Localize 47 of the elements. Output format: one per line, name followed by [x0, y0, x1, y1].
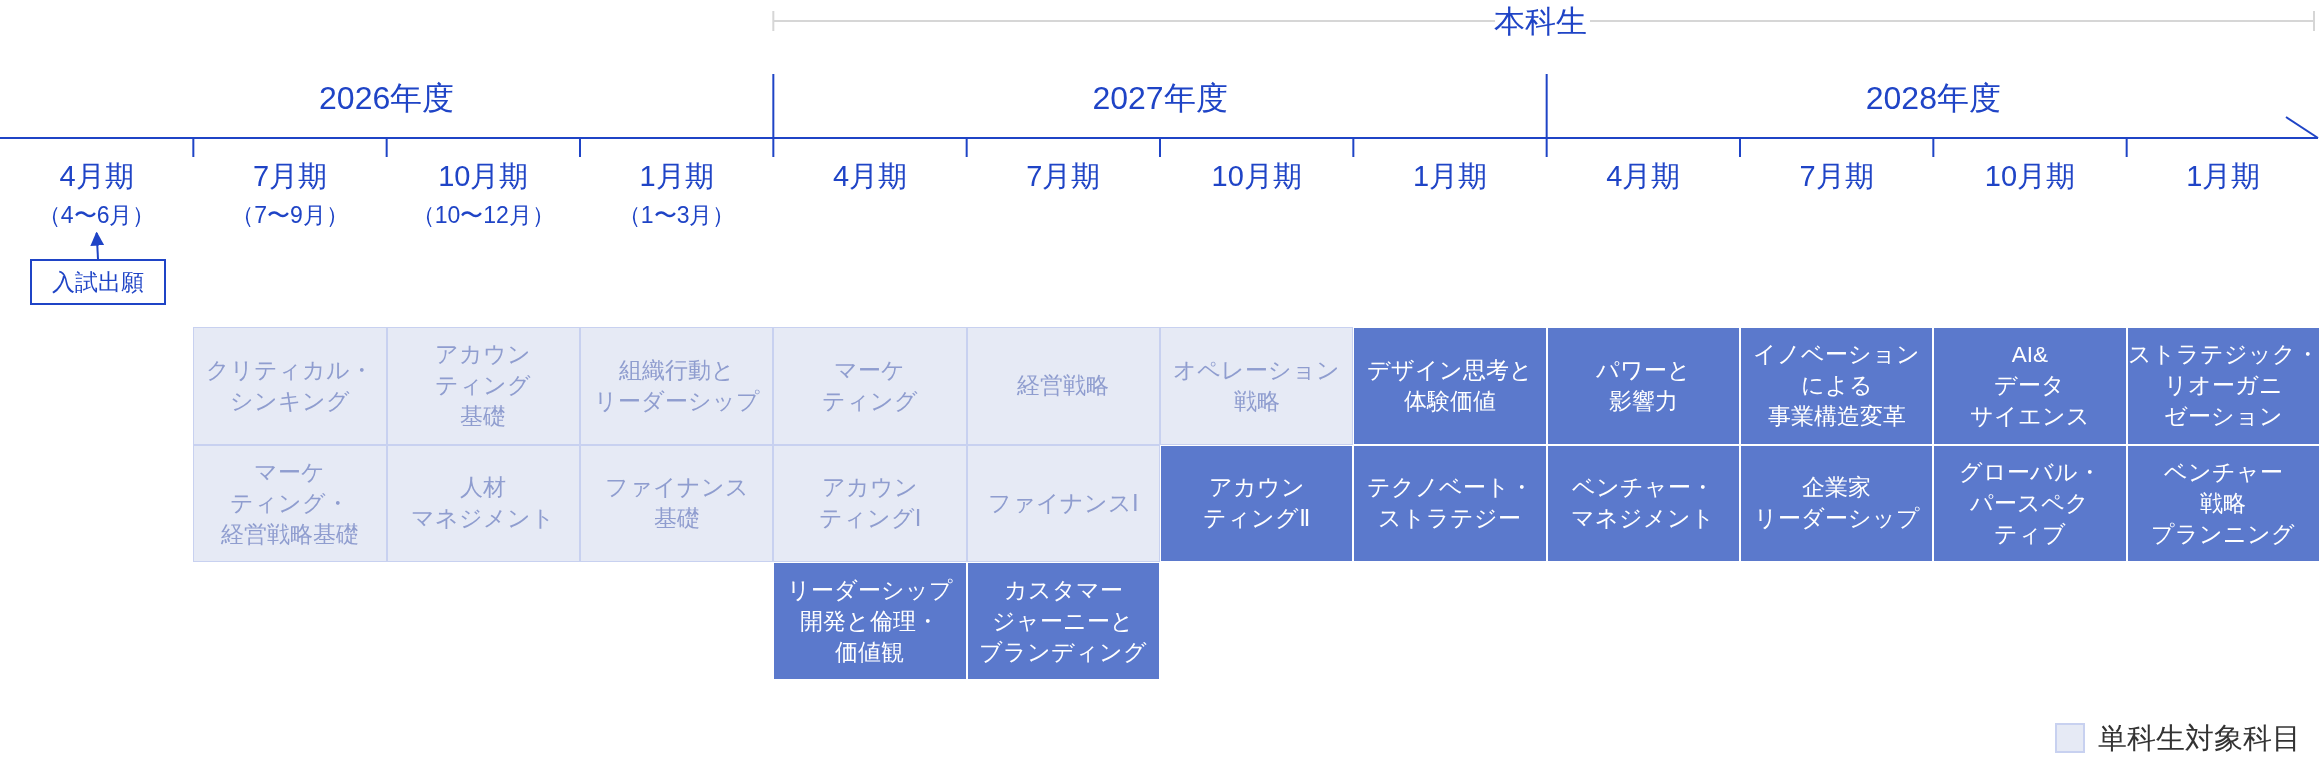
period-label: 7月期 — [1026, 161, 1101, 191]
course-cell: グローバル・パースペクティブ — [1933, 444, 2127, 562]
course-cell: ストラテジック・リオーガニゼーション — [2126, 327, 2320, 445]
course-cell: 組織行動とリーダーシップ — [580, 327, 774, 445]
legend-label: 単科生対象科目 — [2098, 721, 2301, 755]
course-cell: 人材マネジメント — [386, 444, 580, 562]
event-box: 入試出願 — [30, 259, 166, 305]
course-cell: アカウンティングⅠ — [773, 444, 967, 562]
year-label: 2028年度 — [1865, 82, 2001, 114]
year-label: 2026年度 — [319, 82, 455, 114]
period-label: 1月期 — [2186, 161, 2261, 191]
period-range-label: （7〜9月） — [231, 203, 349, 227]
period-range-label: （4〜6月） — [37, 203, 156, 227]
course-cell: パワーと影響力 — [1546, 327, 1740, 445]
course-cell: クリティカル・シンキング — [193, 327, 387, 445]
year-label: 2027年度 — [1092, 82, 1228, 114]
course-cell: アカウンティングⅡ — [1160, 444, 1354, 562]
period-label: 1月期 — [639, 161, 714, 191]
course-cell: マーケティング — [773, 327, 967, 445]
course-cell: アカウンティング基礎 — [386, 327, 580, 445]
arrow — [90, 231, 105, 260]
course-cell: テクノベート・ストラテジー — [1353, 444, 1547, 562]
period-label: 10月期 — [438, 161, 529, 191]
course-cell: マーケティング・経営戦略基礎 — [193, 444, 387, 562]
period-label: 1月期 — [1412, 161, 1488, 191]
bracket-label: 本科生 — [1493, 5, 1587, 37]
period-range-label: （10〜12月） — [411, 203, 555, 227]
course-cell: イノベーションによる事業構造変革 — [1740, 327, 1934, 445]
course-cell: ファイナンス基礎 — [580, 444, 774, 562]
course-cell: カスタマージャーニーとブランディング — [966, 562, 1160, 680]
period-label: 10月期 — [1984, 161, 2076, 191]
period-label: 4月期 — [1606, 161, 1681, 191]
course-cell: 経営戦略 — [966, 327, 1160, 445]
period-range-label: （1〜3月） — [617, 203, 736, 227]
course-cell: ファイナンスⅠ — [966, 444, 1160, 562]
course-cell: オペレーション戦略 — [1160, 327, 1354, 445]
course-cell: デザイン思考と体験価値 — [1353, 327, 1547, 445]
course-cell: AI&データサイエンス — [1933, 327, 2127, 445]
course-cell: ベンチャー戦略プランニング — [2126, 444, 2320, 562]
period-label: 4月期 — [832, 161, 908, 191]
period-label: 7月期 — [1799, 161, 1874, 191]
course-cell: リーダーシップ開発と倫理・価値観 — [773, 562, 967, 680]
course-cell: 企業家リーダーシップ — [1740, 444, 1934, 562]
period-label: 4月期 — [59, 161, 134, 191]
period-label: 7月期 — [252, 161, 328, 191]
period-label: 10月期 — [1211, 161, 1302, 191]
course-cell: ベンチャー・マネジメント — [1546, 444, 1740, 562]
